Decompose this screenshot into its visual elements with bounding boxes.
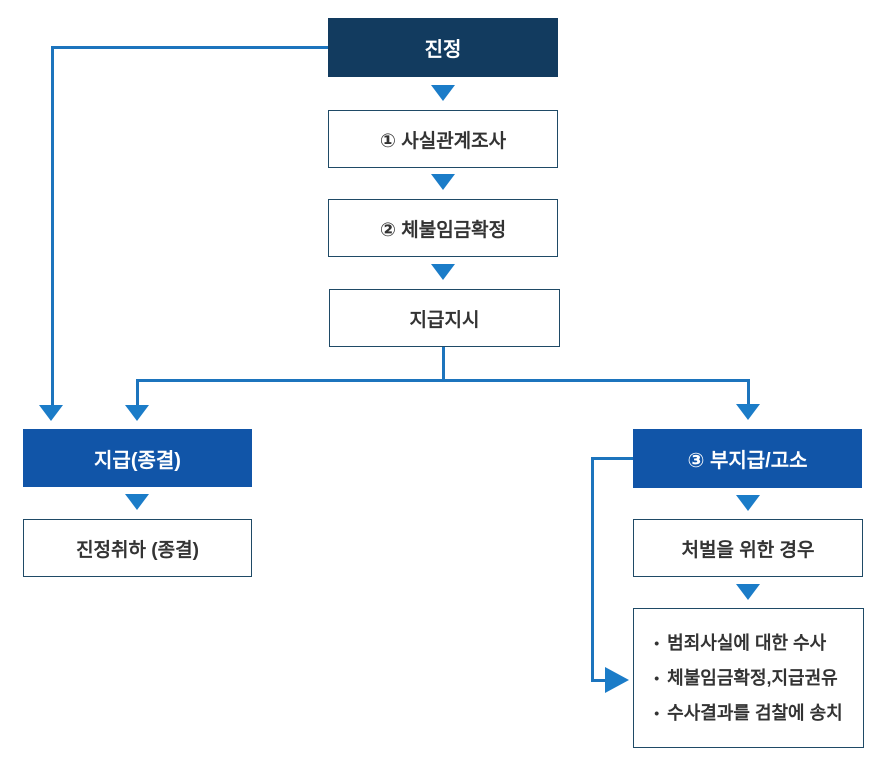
node-payment-order: 지급지시 — [329, 289, 560, 347]
bullet-icon: • — [654, 704, 660, 721]
list-item: • 체불임금확정,지급권유 — [654, 661, 843, 696]
node-unpaid-wage-confirmation: ② 체불임금확정 — [328, 199, 558, 257]
connector-start-to-left-vertical — [51, 46, 54, 406]
arrow-right-icon — [605, 667, 629, 693]
arrow-down-icon — [125, 405, 149, 421]
node-payment-order-label: 지급지시 — [409, 309, 480, 331]
arrow-down-icon — [736, 495, 760, 511]
list-item-text: 수사결과를 검찰에 송치 — [667, 702, 843, 723]
node-fact-investigation-label: ① 사실관계조사 — [379, 130, 507, 152]
node-punishment-case-label: 처벌을 위한 경우 — [681, 539, 815, 561]
bullet-icon: • — [654, 669, 660, 686]
investigation-details-list: • 범죄사실에 대한 수사 • 체불임금확정,지급권유 • 수사결과를 검찰에 송치 — [654, 626, 843, 731]
list-item-text: 범죄사실에 대한 수사 — [667, 632, 827, 653]
node-investigation-details: • 범죄사실에 대한 수사 • 체불임금확정,지급권유 • 수사결과를 검찰에 송치 — [633, 608, 864, 748]
list-item: • 수사결과를 검찰에 송치 — [654, 696, 843, 731]
node-petition-withdrawal-label: 진정취하 (종결) — [76, 539, 199, 561]
arrow-down-icon — [125, 494, 149, 510]
arrow-down-icon — [736, 584, 760, 600]
connector-start-to-left-horizontal — [51, 46, 328, 49]
node-petition-withdrawal: 진정취하 (종결) — [23, 519, 252, 577]
arrow-down-icon — [736, 404, 760, 420]
connector-loop-vertical — [591, 457, 594, 681]
list-item: • 범죄사실에 대한 수사 — [654, 626, 843, 661]
node-punishment-case: 처벌을 위한 경우 — [633, 519, 863, 577]
list-item-text: 체불임금확정,지급권유 — [667, 667, 838, 688]
connector-loop-bottom-horizontal — [591, 679, 607, 682]
node-petition: 진정 — [328, 18, 558, 77]
node-nonpayment-accusation: ③ 부지급/고소 — [633, 429, 862, 488]
arrow-down-icon — [431, 85, 455, 101]
bullet-icon: • — [654, 634, 660, 651]
connector-loop-top-horizontal — [591, 457, 633, 460]
arrow-down-icon — [39, 405, 63, 421]
node-fact-investigation: ① 사실관계조사 — [328, 110, 558, 168]
node-nonpayment-accusation-label: ③ 부지급/고소 — [687, 450, 808, 472]
arrow-down-icon — [431, 174, 455, 190]
node-payment-closure: 지급(종결) — [23, 429, 252, 487]
arrow-down-icon — [431, 264, 455, 280]
connector-branch-left-vertical — [136, 379, 139, 407]
node-unpaid-wage-confirmation-label: ② 체불임금확정 — [379, 219, 507, 241]
connector-branch-horizontal — [136, 379, 750, 382]
node-petition-label: 진정 — [424, 39, 462, 61]
connector-branch-right-vertical — [747, 379, 750, 406]
connector-payorder-down — [442, 346, 445, 382]
node-payment-closure-label: 지급(종결) — [94, 449, 181, 472]
